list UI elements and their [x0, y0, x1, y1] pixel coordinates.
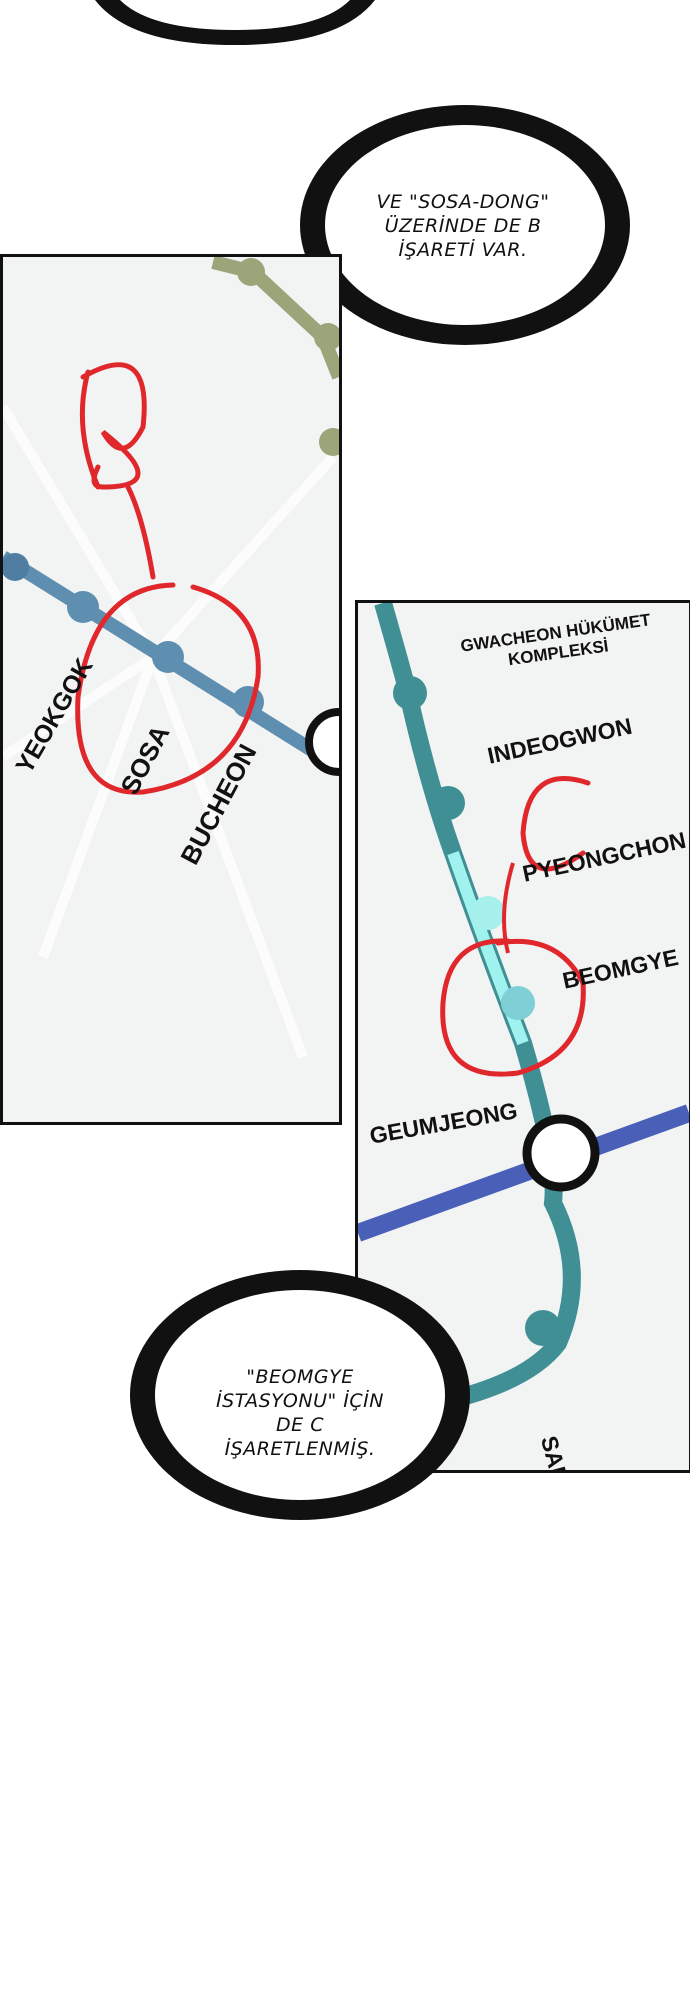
green-station: [314, 323, 339, 351]
blue-station: [3, 553, 29, 581]
teal-station: [501, 986, 535, 1020]
red-c-mark: [520, 776, 591, 872]
bubble-text-beomgye: "BEOMGYE İSTASYONU" İÇİN DE C İŞARETLENM…: [216, 1366, 384, 1460]
map-left-canvas: [3, 257, 339, 1059]
indigo-line: [358, 1104, 689, 1242]
red-circle-sosa: [75, 582, 261, 795]
speech-bubble-sosa: [300, 105, 630, 345]
green-line: [211, 257, 339, 380]
blue-station: [67, 591, 99, 623]
speech-bubble-beomgye: [130, 1270, 470, 1520]
teal-station: [471, 896, 505, 930]
teal-station: [393, 676, 427, 710]
red-c-tail: [502, 862, 515, 954]
red-circle-beomgye: [440, 938, 586, 1077]
teal-line-highlight: [447, 851, 529, 1046]
map-right-canvas: [358, 603, 689, 1422]
transfer-station-geumjeong: [522, 1114, 600, 1192]
map-panel-left: YEOKGOK SOSA BUCHEON: [0, 254, 342, 1125]
teal-station: [525, 1310, 561, 1346]
green-station: [237, 258, 265, 286]
green-station: [319, 428, 339, 456]
teal-line: [358, 603, 581, 1422]
speech-bubble-top-partial: [95, 0, 375, 45]
transfer-station: [305, 708, 339, 776]
bubble-text-sosa: VE "SOSA-DONG" ÜZERİNDE DE B İŞARETİ VAR…: [376, 191, 550, 261]
blue-station: [152, 641, 184, 673]
teal-station: [431, 786, 465, 820]
red-b-mark: [79, 362, 156, 580]
